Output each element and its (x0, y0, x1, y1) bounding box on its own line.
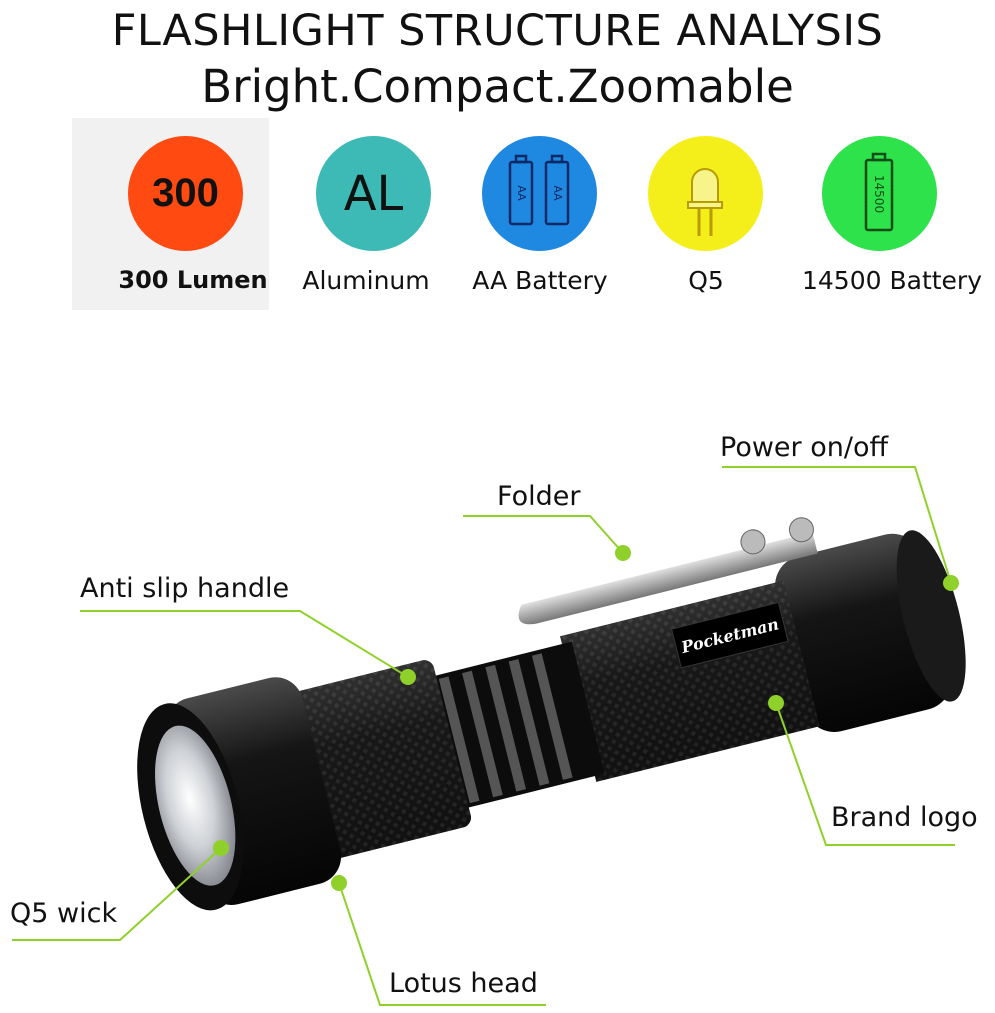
callout-q5-wick: Q5 wick (10, 898, 118, 929)
callout-folder: Folder (497, 481, 581, 512)
14500-battery-icon: 14500 (864, 152, 894, 232)
aa-battery-icon: AA AA (508, 154, 570, 226)
q5-badge (648, 136, 763, 251)
14500-text: 14500 (872, 175, 886, 213)
callout-lines (12, 466, 955, 1006)
aa-text-right: AA (551, 185, 564, 201)
aa-battery-badge: AA AA (482, 136, 597, 251)
callout-dots (213, 545, 959, 891)
lumen-badge-text: 300 (152, 171, 219, 215)
aluminum-badge: AL (316, 136, 431, 251)
aa-text-left: AA (515, 185, 528, 201)
page-subtitle: Bright.Compact.Zoomable (201, 60, 794, 113)
feature-label-lumen: 300 Lumen (118, 266, 268, 294)
callout-brand-logo: Brand logo (831, 802, 978, 833)
feature-label-q5: Q5 (688, 266, 724, 295)
feature-label-aa-battery: AA Battery (472, 266, 608, 295)
pocket-clip (518, 532, 818, 625)
14500-battery-badge: 14500 (822, 136, 937, 251)
callout-lotus-head: Lotus head (389, 968, 538, 999)
callout-anti-slip: Anti slip handle (80, 573, 290, 604)
aluminum-badge-text: AL (343, 165, 404, 222)
lumen-badge: 300 (128, 136, 243, 251)
feature-label-14500: 14500 Battery (801, 266, 983, 295)
brand-plate (671, 601, 789, 669)
led-bulb-icon (687, 168, 723, 236)
callout-power: Power on/off (720, 432, 889, 463)
tail-end (896, 530, 966, 702)
page-title: FLASHLIGHT STRUCTURE ANALYSIS (111, 6, 884, 56)
feature-label-aluminum: Aluminum (302, 266, 430, 295)
